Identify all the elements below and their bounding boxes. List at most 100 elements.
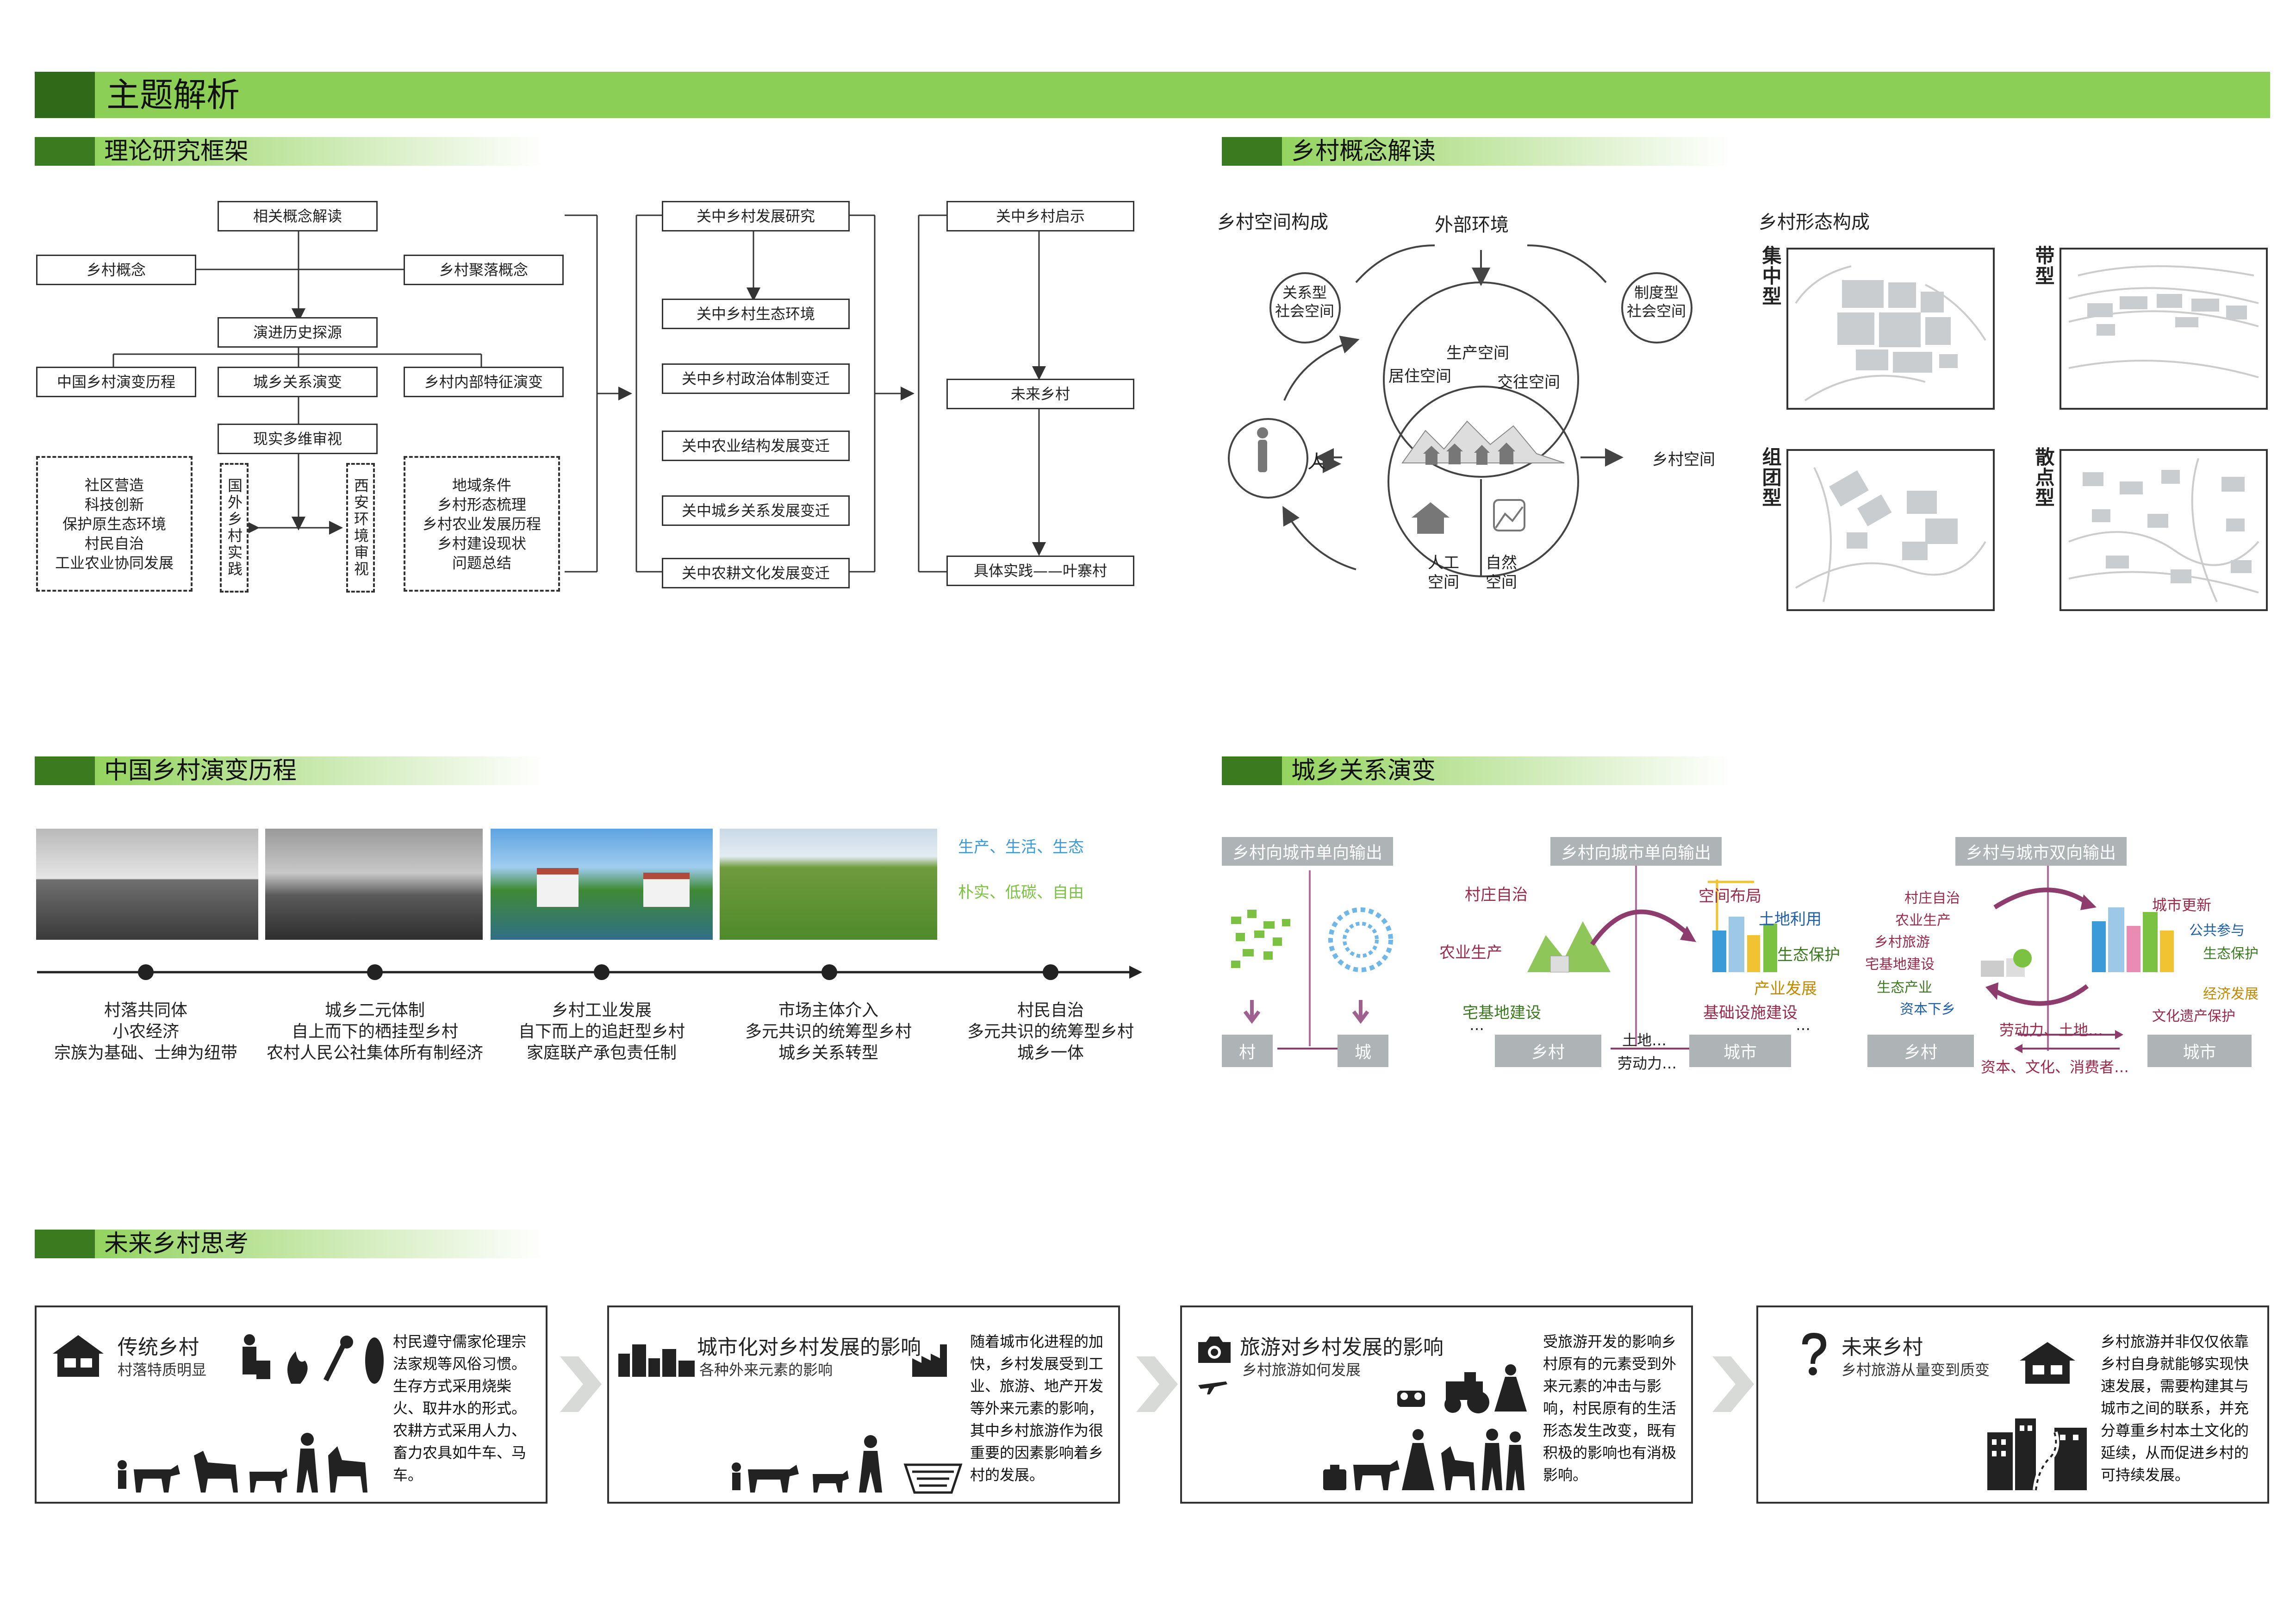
practice-item: 科技创新 — [84, 495, 144, 513]
p3-left-label-2: 农业生产 — [1895, 912, 1951, 929]
p3-flow-to-village: 资本、文化、消费者… — [1981, 1058, 2129, 1076]
dashed-box-practices: 社区营造 科技创新 保护原生态环境 村民自治 工业农业协同发展 — [36, 456, 193, 592]
box-rural-concept: 乡村概念 — [36, 255, 196, 285]
city-road-icon — [1987, 1418, 2087, 1491]
theory-connectors — [112, 214, 1046, 573]
relation-panel1-village: 村 — [1222, 1035, 1273, 1067]
section-bar-theory: 理论研究框架 — [35, 137, 544, 166]
tractor-icons — [1397, 1364, 1527, 1413]
form-map-scattered — [2060, 449, 2268, 611]
question-icon — [1802, 1333, 1826, 1375]
relation-panel3-village: 乡村 — [1867, 1035, 1974, 1067]
p3-left-label-4: 宅基地建设 — [1865, 956, 1935, 973]
form-composition-title: 乡村形态构成 — [1759, 212, 1870, 233]
space-diagram — [1228, 244, 1692, 577]
timeline-stage-1: 村落共同体小农经济宗族为基础、士绅为纽带 — [54, 1001, 237, 1062]
box-yezhai-practice: 具体实践——叶寨村 — [946, 556, 1134, 586]
future-card-traditional: 传统乡村 村落特质明显 村民遵守儒家伦理宗法家规等风俗习惯。生存方式采用烧柴火、… — [35, 1305, 548, 1504]
form-map-cluster — [1786, 449, 1995, 611]
p2-flow-labor: 劳动力… — [1618, 1055, 1677, 1072]
artificial-space-label: 人工空间 — [1428, 554, 1459, 592]
p3-left-label-1: 村庄自治 — [1904, 890, 1960, 906]
person-label: 人 — [1307, 451, 1326, 473]
section-bar-future: 未来乡村思考 — [35, 1230, 544, 1258]
relation-panel3-title: 乡村与城市双向输出 — [1955, 837, 2127, 866]
p2-left-label-1: 村庄自治 — [1465, 886, 1528, 904]
p2-ellipsis-left: … — [1469, 1016, 1484, 1034]
box-guanzhong-farming-culture: 关中农耕文化发展变迁 — [662, 558, 850, 588]
p3-right-label-2: 公共参与 — [2189, 923, 2245, 939]
section-bar-concept: 乡村概念解读 — [1222, 137, 1731, 166]
condition-item: 乡村形态梳理 — [437, 495, 526, 513]
relation-panel1-title: 乡村向城市单向输出 — [1222, 837, 1393, 866]
box-guanzhong-inspiration: 关中乡村启示 — [946, 201, 1134, 231]
photo-market-entry — [720, 829, 937, 940]
system-space-label: 制度型社会空间 — [1627, 284, 1686, 320]
card3-subtitle: 乡村旅游如何发展 — [1242, 1361, 1361, 1379]
box-guanzhong-research: 关中乡村发展研究 — [662, 201, 850, 231]
card1-subtitle: 村落特质明显 — [118, 1361, 207, 1379]
box-guanzhong-agriculture: 关中农业结构发展变迁 — [662, 431, 850, 461]
p2-left-label-2: 农业生产 — [1439, 943, 1502, 962]
camera-icon — [1198, 1337, 1231, 1363]
box-settlement-concept: 乡村聚落概念 — [404, 255, 564, 285]
card2-subtitle: 各种外来元素的影响 — [699, 1361, 833, 1379]
relation-panel1-city: 城 — [1338, 1035, 1388, 1067]
form-map-strip — [2060, 248, 2268, 410]
factory-icon — [912, 1344, 947, 1377]
dashed-box-conditions: 地域条件 乡村形态梳理 乡村农业发展历程 乡村建设现状 问题总结 — [404, 456, 560, 592]
condition-item: 地域条件 — [452, 476, 511, 494]
relation-panel2-village: 乡村 — [1495, 1035, 1601, 1067]
timeline-stage-2: 城乡二元体制自上而下的栖挂型乡村农村人民公社集体所有制经济 — [266, 1001, 483, 1062]
future-card-urbanization: 城市化对乡村发展的影响 各种外来元素的影响 随着城市化进程的加快，乡村发展受到工… — [607, 1305, 1120, 1504]
natural-space-label: 自然空间 — [1486, 554, 1517, 592]
external-environment-label: 外部环境 — [1435, 214, 1509, 236]
relation-panel3-city: 城市 — [2147, 1035, 2252, 1067]
box-reality-review: 现实多维审视 — [218, 424, 378, 454]
p3-right-label-4: 经济发展 — [2203, 986, 2259, 1002]
p2-right-label-1: 空间布局 — [1699, 887, 1761, 906]
card4-subtitle: 乡村旅游从量变到质变 — [1842, 1361, 1990, 1379]
card4-description: 乡村旅游并非仅仅依靠乡村自身就能够实现快速发展，需要构建其与城市之间的联系，并充… — [2101, 1333, 2249, 1484]
vbox-foreign-practice: 国外乡村实践 — [220, 463, 249, 593]
section-title-theory: 理论研究框架 — [104, 137, 249, 165]
box-future-rural: 未来乡村 — [946, 379, 1134, 409]
box-china-rural-evolution: 中国乡村演变历程 — [36, 367, 196, 397]
practice-item: 工业农业协同发展 — [55, 554, 174, 572]
section-title-concept: 乡村概念解读 — [1291, 137, 1436, 165]
form-type-strip: 带型 — [2032, 245, 2055, 286]
card3-title: 旅游对乡村发展的影响 — [1240, 1336, 1444, 1359]
timeline-stage-5: 村民自治多元共识的统筹型乡村城乡一体 — [967, 1001, 1134, 1062]
p2-right-label-5: 基础设施建设 — [1703, 1004, 1798, 1022]
section-title-future: 未来乡村思考 — [104, 1230, 249, 1258]
tourists-icons — [1323, 1429, 1524, 1490]
card2-description: 随着城市化进程的加快，乡村发展受到工业、旅游、地产开发等外来元素的影响，其中乡村… — [970, 1333, 1104, 1484]
condition-item: 乡村建设现状 — [437, 534, 526, 552]
p2-right-label-4: 产业发展 — [1754, 980, 1817, 998]
production-space-label: 生产空间 — [1446, 344, 1509, 362]
section-title-history: 中国乡村演变历程 — [104, 757, 297, 785]
history-legend-1: 生产、生活、生态 — [958, 838, 1084, 856]
box-urban-rural-evolution: 城乡关系演变 — [218, 367, 378, 397]
p2-left-label-3: 宅基地建设 — [1462, 1004, 1541, 1022]
form-type-concentrated: 集中型 — [1759, 245, 1782, 306]
form-type-cluster: 组团型 — [1759, 447, 1782, 508]
box-related-concepts: 相关概念解读 — [218, 201, 378, 231]
card4-title: 未来乡村 — [1842, 1336, 1923, 1359]
relation-panel2-title: 乡村向城市单向输出 — [1550, 837, 1722, 866]
future-card-future-rural: 未来乡村 乡村旅游从量变到质变 乡村旅游并非仅仅依靠乡村自身就能够实现快速发展，… — [1756, 1305, 2269, 1504]
card1-description: 村民遵守儒家伦理宗法家规等风俗习惯。生存方式采用烧柴火、取井水的形式。农耕方式采… — [393, 1333, 527, 1484]
house-icon — [53, 1335, 104, 1377]
social-space-label: 交往空间 — [1497, 373, 1560, 392]
p3-left-label-6: 资本下乡 — [1900, 1001, 1955, 1018]
box-guanzhong-urban-rural: 关中城乡关系发展变迁 — [662, 495, 850, 526]
p3-right-label-1: 城市更新 — [2152, 896, 2212, 914]
relation-panel3-diagram — [1981, 866, 2174, 1053]
vbox-xian-review: 西安环境审视 — [346, 463, 375, 593]
history-legend-2: 朴实、低碳、自由 — [958, 883, 1084, 902]
practice-item: 村民自治 — [84, 534, 144, 552]
card-flow-arrows — [560, 1356, 1754, 1412]
space-composition-title: 乡村空间构成 — [1217, 212, 1328, 233]
p2-right-label-3: 生态保护 — [1777, 946, 1840, 964]
condition-item: 乡村农业发展历程 — [422, 515, 541, 533]
